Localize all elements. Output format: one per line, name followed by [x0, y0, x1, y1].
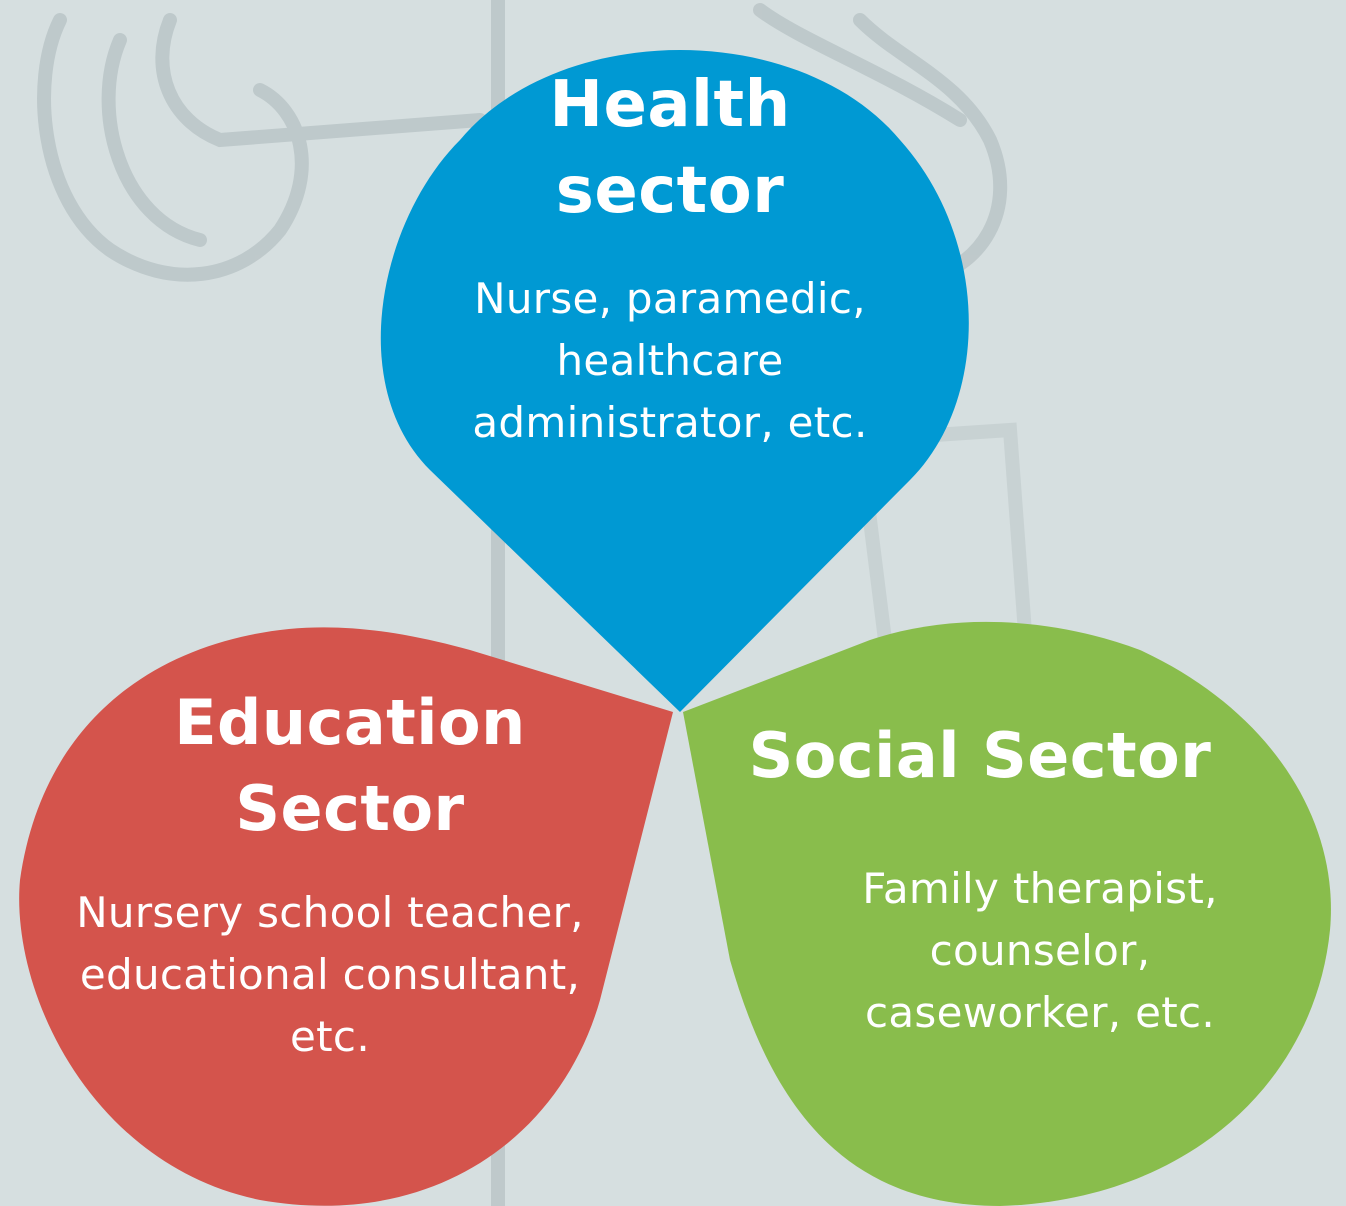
education-sector-description: Nursery school teacher, educational cons… — [76, 888, 584, 1061]
health-sector-description: Nurse, paramedic, healthcare administrat… — [472, 274, 868, 447]
education-sector-title: Education Sector — [174, 686, 526, 845]
health-sector-title: Health sector — [549, 68, 791, 228]
social-petal — [683, 621, 1331, 1206]
social-sector-title: Social Sector — [748, 719, 1212, 792]
health-petal — [380, 50, 969, 712]
social-sector-description: Family therapist, counselor, caseworker,… — [862, 864, 1218, 1037]
education-petal — [19, 627, 673, 1206]
